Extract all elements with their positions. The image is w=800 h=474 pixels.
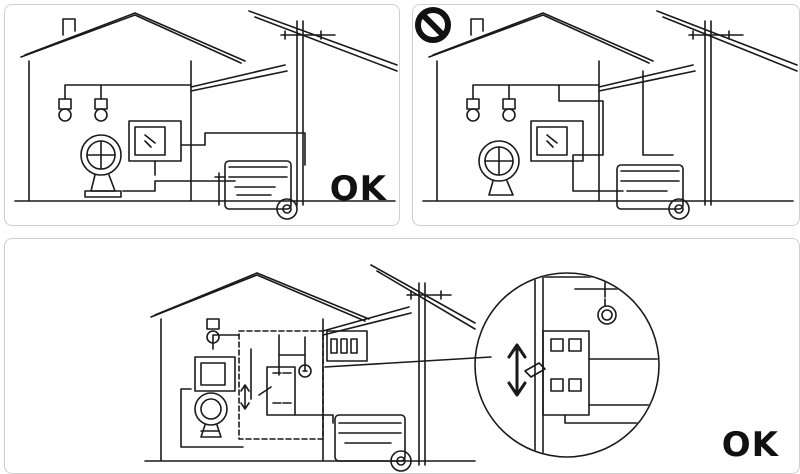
- house-diagram-1: [14, 10, 398, 220]
- ok-label: OK: [329, 169, 387, 209]
- panel-transfer-switch: OK: [4, 238, 800, 474]
- house-diagram-2: [422, 10, 798, 220]
- bulb-1: [58, 98, 72, 110]
- ok-label: OK: [721, 425, 779, 465]
- prohibited-icon: [415, 7, 451, 43]
- house-diagram-3: [144, 264, 660, 472]
- panel-direct-connection: OK: [4, 4, 400, 226]
- panel-backfeed: [412, 4, 800, 226]
